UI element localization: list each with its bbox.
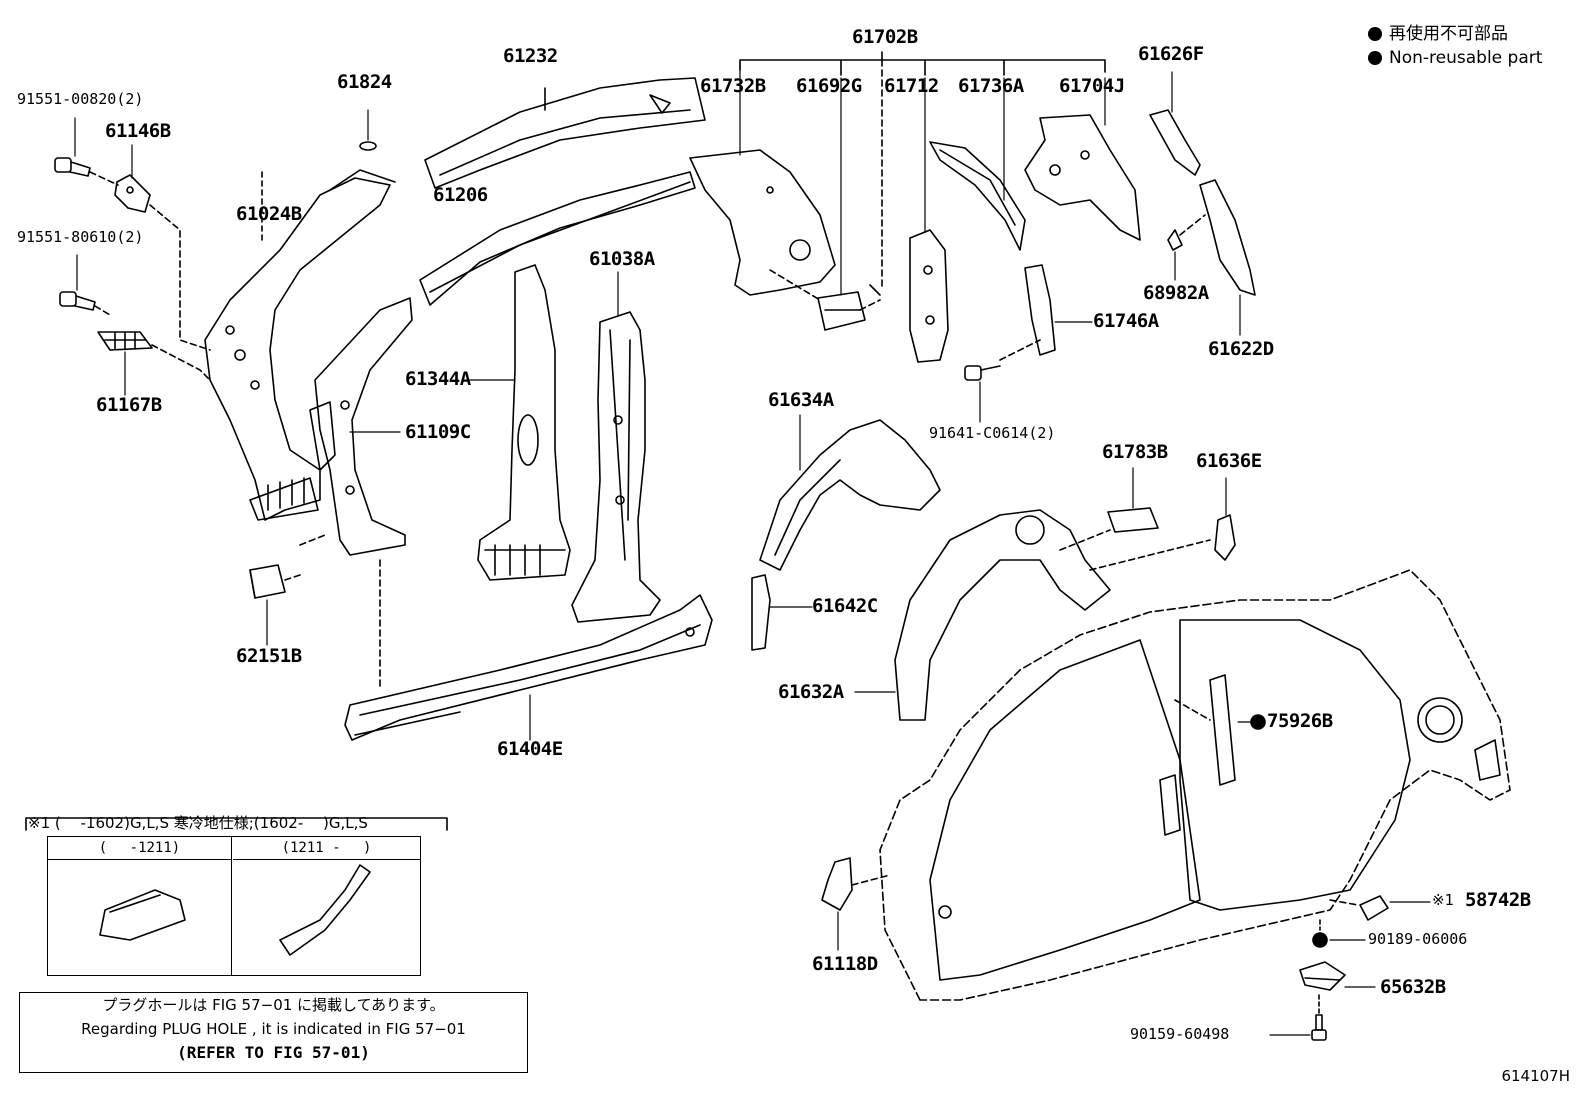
label-61206: 61206 xyxy=(433,184,488,206)
note-ref: (REFER TO FIG 57-01) xyxy=(177,1043,370,1062)
part-61783B xyxy=(1107,507,1159,533)
part-61024B xyxy=(204,169,396,521)
legend-row-jp: 再使用不可部品 xyxy=(1368,22,1542,46)
note-jp: プラグホールは FIG 57−01 に掲載してあります。 xyxy=(102,996,445,1014)
part-61344A xyxy=(477,264,571,581)
part-61118D xyxy=(821,857,853,911)
dot-icon xyxy=(1368,27,1382,41)
inset-box: ( -1211) (1211 - ) xyxy=(47,836,421,976)
label-61746A: 61746A xyxy=(1093,310,1159,332)
part-61642C xyxy=(751,574,771,651)
label-61146B: 61146B xyxy=(105,120,171,142)
label-58742B-prefix: ※1 xyxy=(1432,891,1454,909)
label-61702B: 61702B xyxy=(852,26,918,48)
label-61783B: 61783B xyxy=(1102,441,1168,463)
legend-jp: 再使用不可部品 xyxy=(1389,24,1508,44)
label-61642C: 61642C xyxy=(812,595,878,617)
label-61712: 61712 xyxy=(884,75,939,97)
label-68982A: 68982A xyxy=(1143,282,1209,304)
part-61167B xyxy=(97,331,153,351)
label-58742B: 58742B xyxy=(1465,889,1531,911)
part-61704J xyxy=(1024,114,1141,241)
legend-en: Non-reusable part xyxy=(1389,48,1543,68)
label-61636E: 61636E xyxy=(1196,450,1262,472)
part-91641-C0614 xyxy=(964,365,1001,381)
legend-row-en: Non-reusable part xyxy=(1368,46,1542,70)
part-61109C xyxy=(309,297,413,556)
label-61167B: 61167B xyxy=(96,394,162,416)
part-61626F xyxy=(1149,109,1201,176)
part-61038A xyxy=(571,311,661,623)
label-61622D: 61622D xyxy=(1208,338,1274,360)
part-61632A xyxy=(894,509,1111,721)
label-61404E: 61404E xyxy=(497,738,563,760)
label-90159-60498: 90159-60498 xyxy=(1130,1025,1230,1043)
label-61232: 61232 xyxy=(503,45,558,67)
part-side-outer-panel xyxy=(879,569,1511,1001)
label-90189-06006: 90189-06006 xyxy=(1368,930,1468,948)
part-61634A xyxy=(759,419,941,571)
label-61118D: 61118D xyxy=(812,953,878,975)
part-61232 xyxy=(424,77,706,189)
part-61404E xyxy=(344,594,713,741)
part-90159-60498 xyxy=(1311,1014,1327,1041)
part-68982A xyxy=(1167,229,1183,251)
part-91551-00820 xyxy=(54,157,91,177)
part-61622D xyxy=(1199,179,1256,296)
part-61146B xyxy=(114,174,151,213)
part-61206 xyxy=(419,171,696,306)
label-61692G: 61692G xyxy=(796,75,862,97)
label-61704J: 61704J xyxy=(1059,75,1125,97)
inset-part-left xyxy=(99,889,186,941)
inset-title: ※1 ( -1602)G,L,S 寒冷地仕様;(1602- )G,L,S xyxy=(28,814,368,832)
part-61824 xyxy=(359,141,377,151)
label-91551-80610: 91551-80610(2) xyxy=(17,228,144,246)
non-reusable-dot-75926B xyxy=(1250,714,1266,730)
label-75926B: 75926B xyxy=(1267,710,1333,732)
part-62151B xyxy=(249,564,286,599)
label-61824: 61824 xyxy=(337,71,392,93)
label-65632B: 65632B xyxy=(1380,976,1446,998)
inset-col2-header: (1211 - ) xyxy=(233,837,420,860)
part-61712 xyxy=(909,229,949,363)
part-90189-06006 xyxy=(1312,932,1328,948)
part-91551-80610 xyxy=(59,291,96,311)
part-61732B xyxy=(689,149,836,296)
dot-icon xyxy=(1368,51,1382,65)
label-91641-C0614: 91641-C0614(2) xyxy=(929,424,1056,442)
label-61626F: 61626F xyxy=(1138,43,1204,65)
label-61736A: 61736A xyxy=(958,75,1024,97)
label-61632A: 61632A xyxy=(778,681,844,703)
inset-part-right xyxy=(279,864,371,956)
inset-bracket xyxy=(25,817,448,831)
label-61109C: 61109C xyxy=(405,421,471,443)
inset-col1-header: ( -1211) xyxy=(48,837,232,860)
legend: 再使用不可部品 Non-reusable part xyxy=(1368,22,1542,70)
part-61692G xyxy=(817,291,866,331)
figure-code: 614107H xyxy=(1501,1067,1570,1085)
inset-divider xyxy=(231,837,232,975)
label-61038A: 61038A xyxy=(589,248,655,270)
part-61736A xyxy=(929,141,1026,251)
label-62151B: 62151B xyxy=(236,645,302,667)
note-en: Regarding PLUG HOLE , it is indicated in… xyxy=(81,1020,466,1038)
part-58742B xyxy=(1359,895,1389,921)
label-91551-00820: 91551-00820(2) xyxy=(17,90,144,108)
label-61024B: 61024B xyxy=(236,203,302,225)
label-61634A: 61634A xyxy=(768,389,834,411)
label-61732B: 61732B xyxy=(700,75,766,97)
part-61746A xyxy=(1024,264,1056,356)
plug-hole-note: プラグホールは FIG 57−01 に掲載してあります。 Regarding P… xyxy=(19,992,528,1073)
label-61344A: 61344A xyxy=(405,368,471,390)
part-65632B xyxy=(1299,961,1346,991)
part-61636E xyxy=(1214,514,1236,561)
